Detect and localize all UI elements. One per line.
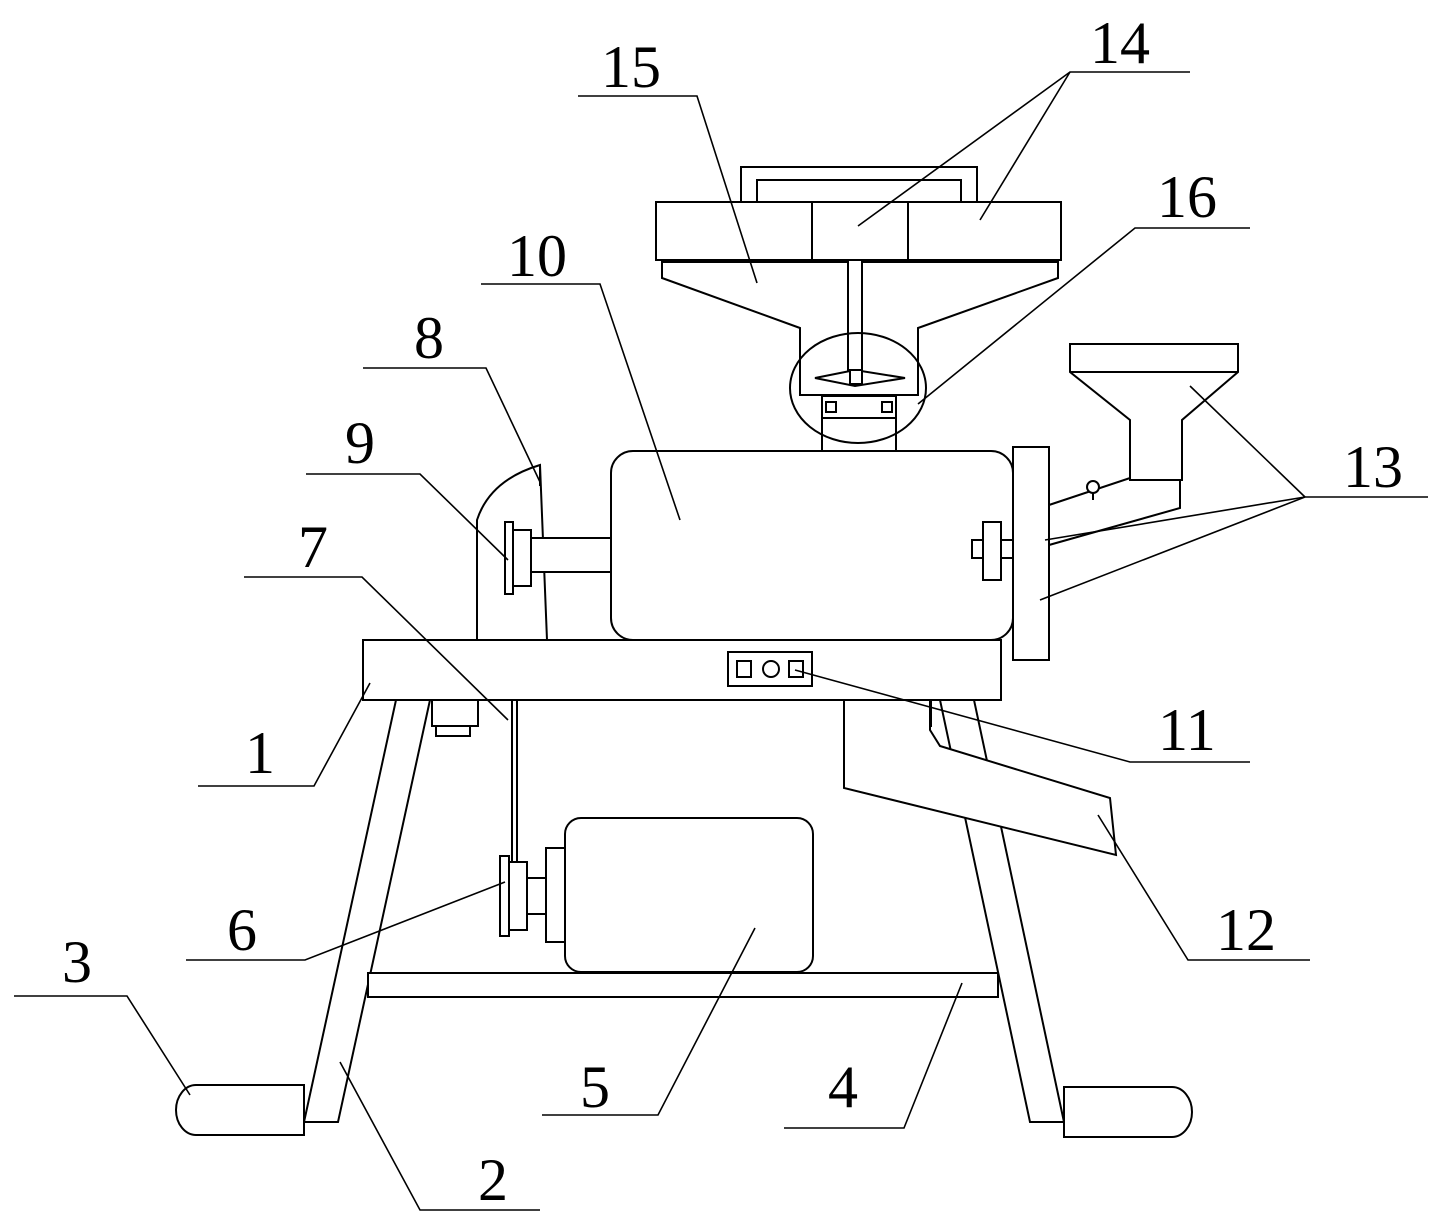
cross-bar: [367, 972, 999, 998]
label-14: 14: [1090, 10, 1150, 76]
label-4: 4: [828, 1054, 858, 1120]
stirring-shaft: [847, 259, 863, 381]
detail-16: [789, 332, 927, 452]
label-1: 1: [245, 720, 275, 786]
label-13: 13: [1343, 434, 1403, 500]
crushing-chamber: [610, 450, 1014, 641]
label-9: 9: [345, 410, 375, 476]
feed-hopper: [1012, 343, 1239, 661]
motor-pulley: [499, 855, 528, 937]
left-foot: [175, 1084, 305, 1136]
label-6: 6: [227, 897, 257, 963]
part-labels: 1 2 3 4 5 6 7 8 9 10 11 12 13 14 15 16: [62, 10, 1403, 1213]
control-panel: [727, 651, 813, 687]
label-10: 10: [507, 223, 567, 289]
label-5: 5: [580, 1054, 610, 1120]
discharge-chute: [843, 699, 1118, 857]
label-16: 16: [1157, 164, 1217, 230]
top-motor-frame: [740, 166, 978, 208]
motor: [526, 817, 814, 973]
label-7: 7: [298, 514, 328, 580]
left-leg: [302, 699, 432, 1123]
leader-lines: [14, 71, 1428, 1211]
label-12: 12: [1216, 897, 1276, 963]
label-3: 3: [62, 929, 92, 995]
mount-bolt-left: [431, 699, 479, 737]
table-top: [362, 639, 1002, 701]
right-foot: [1063, 1086, 1193, 1138]
label-15: 15: [601, 34, 661, 100]
label-8: 8: [414, 305, 444, 371]
top-motor-housing: [655, 201, 1062, 261]
drum-pulley: [504, 521, 612, 595]
label-11: 11: [1158, 697, 1216, 763]
label-2: 2: [478, 1147, 508, 1213]
